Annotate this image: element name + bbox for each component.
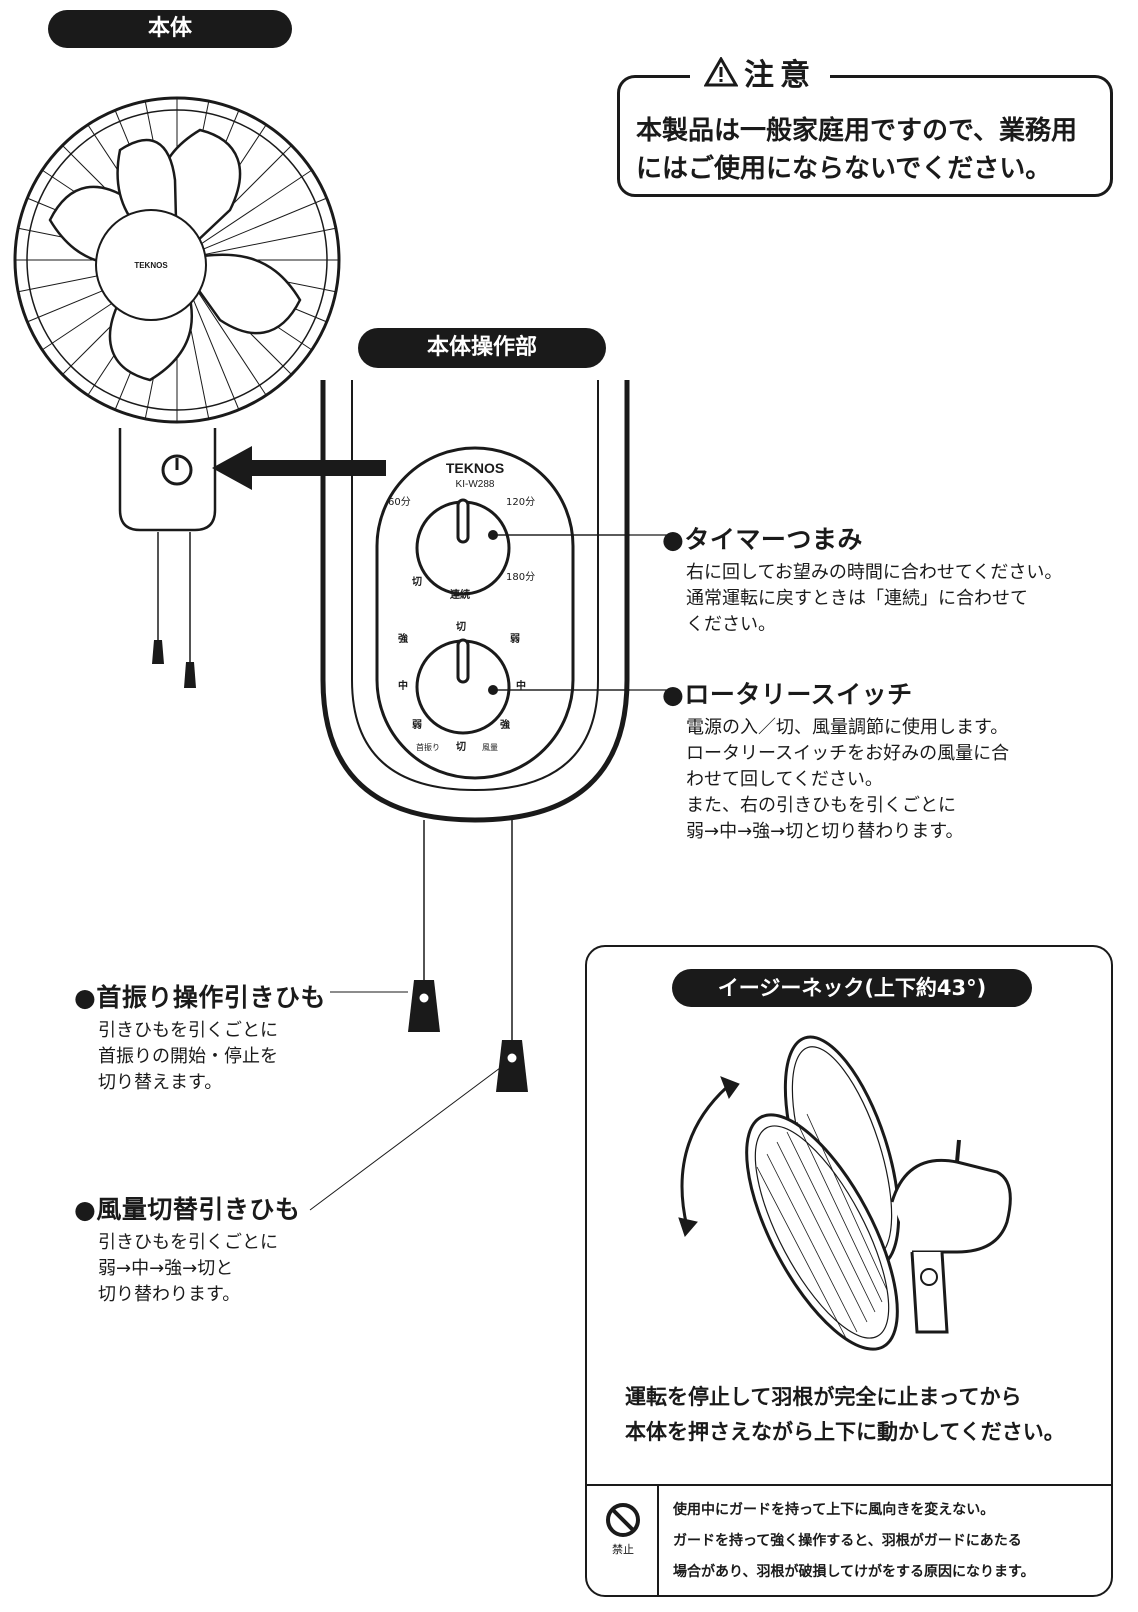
prohibition-icon (606, 1503, 640, 1537)
caution-title-text: 注意 (744, 58, 816, 93)
switch-label-volume: 風量 (482, 743, 498, 752)
switch-label-mid-left: 中 (398, 679, 408, 692)
switch-label-off-top: 切 (456, 621, 466, 633)
swing-cord-title: ●首振り操作引きひも (74, 983, 326, 1012)
switch-label-weak-right: 弱 (510, 633, 520, 645)
caution-text: 本製品は一般家庭用ですので、業務用 にはご使用にならないでください。 (636, 116, 1077, 184)
caution-title: 注意 (690, 50, 830, 94)
easy-neck-title: イージーネック(上下約43°) (672, 969, 1032, 1007)
easy-neck-warning: 使用中にガードを持って上下に風向きを変えない。 ガードを持って強く操作すると、羽… (673, 1502, 1035, 1580)
timer-label-180: 180分 (506, 571, 535, 583)
left-arrow-icon (212, 446, 386, 490)
warning-triangle-icon (704, 57, 738, 87)
panel-brand: TEKNOS (446, 460, 504, 476)
switch-label-weak-left: 弱 (412, 719, 422, 731)
panel-model: KI-W288 (456, 479, 495, 490)
switch-label-mid-right: 中 (516, 679, 526, 692)
timer-knob-description: ●タイマーつまみ 右に回してお望みの時間に合わせてください。 通常運転に戻すとき… (662, 520, 1062, 638)
switch-label-strong-right: 強 (500, 718, 510, 731)
timer-label-60: 60分 (388, 496, 411, 508)
divider-vertical (657, 1484, 659, 1595)
divider (587, 1484, 1111, 1486)
timer-knob-title: ●タイマーつまみ (662, 525, 863, 554)
fan-illustration: TEKNOS (13, 96, 341, 688)
easy-neck-box: イージーネック(上下約43°) 運転を停止して羽根が完全に止まってから 本体を押… (585, 945, 1113, 1597)
fan-brand-logo: TEKNOS (134, 261, 168, 270)
swing-cord-description: ●首振り操作引きひも 引きひもを引くごとに 首振りの開始・停止を 切り替えます。 (74, 978, 326, 1096)
timer-label-120: 120分 (506, 496, 535, 508)
control-panel-illustration: TEKNOS KI-W288 60分 120分 180分 切 連続 切 強 弱 … (320, 380, 630, 823)
volume-cord-description: ●風量切替引きひも 引きひもを引くごとに 弱→中→強→切と 切り替わります。 (74, 1190, 300, 1308)
timer-label-continuous: 連続 (450, 588, 470, 601)
section-label-main: 本体 (48, 10, 292, 48)
timer-label-off: 切 (412, 576, 422, 588)
pull-cords (309, 820, 528, 1211)
volume-cord-title: ●風量切替引きひも (74, 1195, 301, 1224)
switch-label-swing: 首振り (416, 742, 440, 752)
leader-lines (490, 534, 668, 691)
easy-neck-instructions: 運転を停止して羽根が完全に止まってから 本体を押さえながら上下に動かしてください… (625, 1385, 1065, 1444)
rotary-switch-title: ●ロータリースイッチ (662, 680, 913, 709)
switch-label-strong-left: 強 (398, 632, 408, 645)
switch-label-off-bottom: 切 (456, 741, 466, 753)
tilting-fan-illustration (678, 1035, 1012, 1351)
prohibit-label: 禁止 (612, 1543, 634, 1556)
caution-box (617, 75, 1113, 197)
section-label-panel: 本体操作部 (358, 328, 606, 368)
prohibit-badge: 禁止 (600, 1502, 646, 1557)
rotary-switch-description: ●ロータリースイッチ 電源の入／切、風量調節に使用します。 ロータリースイッチを… (662, 675, 1009, 845)
